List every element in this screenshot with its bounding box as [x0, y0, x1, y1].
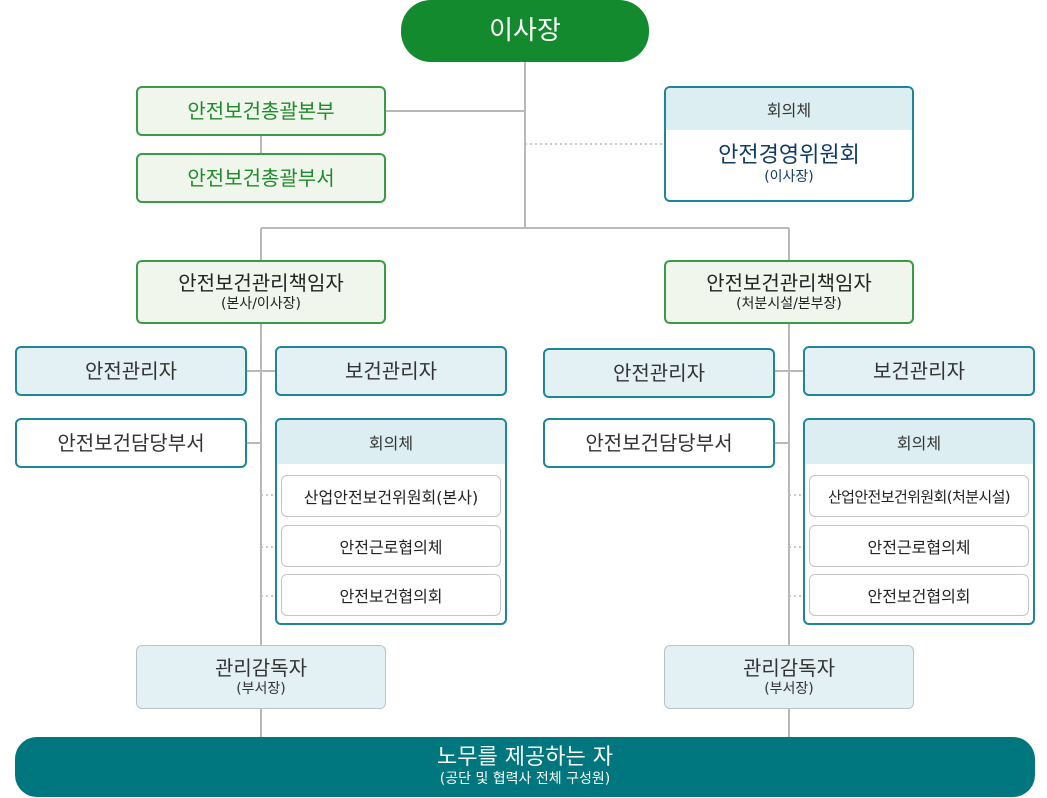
left-supervisor-title: 관리감독자	[215, 656, 307, 680]
right-supervisor-subtitle: (부서장)	[764, 681, 814, 697]
workers-box: 노무를 제공하는 자 (공단 및 협력사 전체 구성원)	[15, 737, 1035, 797]
workers-subtitle: (공단 및 협력사 전체 구성원)	[439, 771, 611, 787]
left-health-manager-label: 보건관리자	[345, 359, 437, 383]
chairman-title: 이사장	[489, 16, 561, 46]
left-safety-manager-label: 안전관리자	[85, 359, 177, 383]
left-responsible-title: 안전보건관리책임자	[178, 271, 344, 295]
left-responsible-subtitle: (본사/이사장)	[220, 296, 302, 312]
right-health-manager-label: 보건관리자	[873, 359, 965, 383]
right-council-item-3: 안전보건협의회	[809, 574, 1029, 616]
right-council-item-1: 산업안전보건위원회(처분시설)	[809, 475, 1029, 517]
workers-title: 노무를 제공하는 자	[437, 745, 613, 770]
right-council-header: 회의체	[805, 420, 1033, 464]
safety-management-committee: 회의체 안전경영위원회 (이사장)	[664, 86, 914, 202]
right-supervisor-title: 관리감독자	[743, 656, 835, 680]
committee-name: 안전경영위원회	[718, 143, 860, 168]
right-supervisor-box: 관리감독자 (부서장)	[664, 645, 914, 709]
safety-hq-division-label: 안전보건총괄본부	[187, 99, 335, 123]
right-responsible-box: 안전보건관리책임자 (처분시설/본부장)	[664, 260, 914, 324]
right-responsible-title: 안전보건관리책임자	[706, 271, 872, 295]
left-supervisor-subtitle: (부서장)	[236, 681, 286, 697]
right-safety-dept-label: 안전보건담당부서	[585, 431, 733, 455]
left-health-manager-box: 보건관리자	[275, 346, 507, 396]
right-safety-dept-box: 안전보건담당부서	[543, 418, 775, 468]
committee-header: 회의체	[666, 88, 912, 130]
right-council-item-2: 안전근로협의체	[809, 525, 1029, 567]
left-supervisor-box: 관리감독자 (부서장)	[136, 645, 386, 709]
right-health-manager-box: 보건관리자	[803, 346, 1035, 396]
left-council-header: 회의체	[277, 420, 505, 464]
left-council-item-3: 안전보건협의회	[281, 574, 501, 616]
left-responsible-box: 안전보건관리책임자 (본사/이사장)	[136, 260, 386, 324]
left-council-item-2: 안전근로협의체	[281, 525, 501, 567]
safety-hq-division-box: 안전보건총괄본부	[136, 86, 386, 136]
left-safety-manager-box: 안전관리자	[15, 346, 247, 396]
left-safety-dept-label: 안전보건담당부서	[57, 431, 205, 455]
left-safety-dept-box: 안전보건담당부서	[15, 418, 247, 468]
safety-hq-department-label: 안전보건총괄부서	[187, 166, 335, 190]
right-responsible-subtitle: (처분시설/본부장)	[736, 296, 842, 312]
left-council-item-1: 산업안전보건위원회(본사)	[281, 475, 501, 517]
right-safety-manager-label: 안전관리자	[613, 361, 705, 385]
safety-hq-department-box: 안전보건총괄부서	[136, 153, 386, 203]
committee-chair: (이사장)	[764, 169, 814, 185]
chairman-box: 이사장	[401, 0, 649, 62]
right-safety-manager-box: 안전관리자	[543, 348, 775, 398]
